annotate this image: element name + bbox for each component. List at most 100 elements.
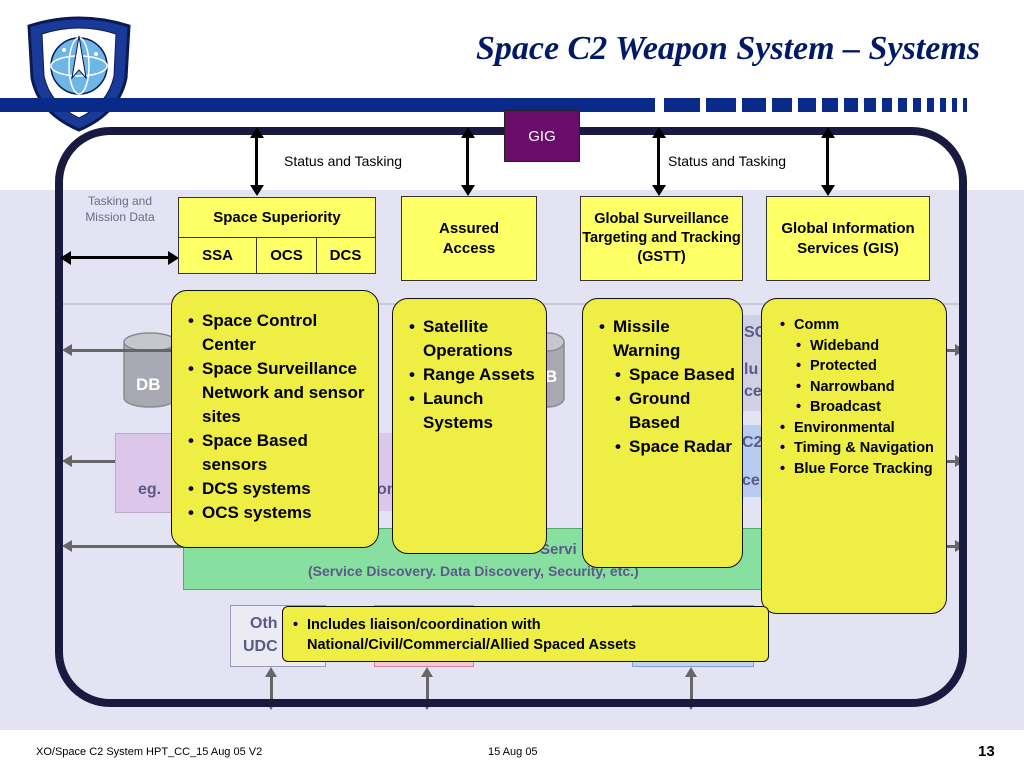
callout-item: Timing & Navigation — [780, 438, 942, 459]
callout-item: Blue Force Tracking — [780, 459, 942, 480]
bottom-arrow — [690, 676, 693, 702]
side-arrow — [70, 545, 183, 548]
faded-text-sc: SC — [744, 324, 767, 341]
status-arrow-head — [821, 127, 835, 138]
callout-subitem: Space Radar — [599, 435, 738, 459]
gig-box[interactable]: GIG — [504, 110, 580, 162]
tasking-mission-data-label: Tasking and Mission Data — [85, 194, 155, 224]
bottom-arrow-head — [685, 667, 697, 677]
tasking-arrow — [70, 256, 170, 259]
header-bar-block — [742, 98, 766, 112]
header-bar-block — [882, 98, 892, 112]
status-arrow — [255, 138, 258, 188]
status-arrow — [657, 138, 660, 188]
tasking-arrow-head — [60, 251, 71, 265]
faded-box-sc — [740, 315, 765, 411]
callout-subitem: Narrowband — [780, 377, 942, 398]
cell-dcs[interactable]: DCS — [329, 247, 362, 264]
callout-item: Satellite Operations — [409, 315, 540, 363]
gstt-box[interactable]: Global Surveillance Targeting and Tracki… — [580, 196, 743, 281]
status-arrow-head — [250, 185, 264, 196]
status-tasking-label-left: Status and Tasking — [284, 153, 403, 169]
header-bar-block — [952, 98, 957, 112]
footer-page-number: 13 — [978, 743, 995, 760]
header-bar-block — [706, 98, 736, 112]
callout-item: Range Assets — [409, 363, 540, 387]
callout-subitem: Protected — [780, 356, 942, 377]
side-arrow — [70, 349, 180, 352]
status-arrow — [826, 138, 829, 188]
side-arrow-head — [62, 344, 72, 356]
faded-text-lu: lu — [744, 361, 759, 378]
callout-subitem: Ground Based — [599, 387, 738, 435]
space-superiority-box[interactable]: Space Superiority SSA OCS DCS — [178, 197, 376, 274]
callout-item: Includes liaison/coordination with Natio… — [293, 615, 762, 655]
status-arrow-head — [250, 127, 264, 138]
callout-gis: Comm Wideband Protected Narrowband Broad… — [761, 298, 947, 614]
footer-doc-id: XO/Space C2 System HPT_CC_15 Aug 05 V2 — [36, 746, 263, 758]
callout-item: Launch Systems — [409, 387, 540, 435]
side-arrow-head — [62, 455, 72, 467]
header-bar-block — [664, 98, 700, 112]
header-bar-block — [927, 98, 934, 112]
side-arrow — [945, 349, 955, 352]
faded-box-c2 — [740, 425, 765, 497]
afspc-logo — [14, 8, 144, 133]
status-arrow-head — [461, 127, 475, 138]
callout-subitem: Space Based — [599, 363, 738, 387]
services-text-line1: Servi — [540, 541, 577, 558]
cell-ocs[interactable]: OCS — [257, 238, 317, 273]
callout-item: Comm — [780, 315, 942, 336]
faded-text-eg: eg. — [138, 481, 162, 498]
faded-text-oth: Oth — [250, 615, 278, 632]
header-bar-block — [772, 98, 792, 112]
callout-assured-access: Satellite Operations Range Assets Launch… — [392, 298, 547, 554]
callout-item: Environmental — [780, 418, 942, 439]
assured-access-box[interactable]: Assured Access — [401, 196, 537, 281]
status-tasking-label-right: Status and Tasking — [668, 153, 787, 169]
callout-item: Missile Warning — [599, 315, 738, 363]
status-arrow-head — [652, 185, 666, 196]
tasking-arrow-head — [168, 251, 179, 265]
status-arrow — [466, 138, 469, 188]
bottom-arrow-head — [265, 667, 277, 677]
page-title: Space C2 Weapon System – Systems — [475, 30, 980, 67]
db-label-right: B — [545, 367, 558, 386]
bottom-arrow-head — [421, 667, 433, 677]
footer-date: 15 Aug 05 — [488, 746, 538, 758]
status-arrow-head — [821, 185, 835, 196]
gis-box[interactable]: Global Information Services (GIS) — [766, 196, 930, 281]
callout-item: OCS systems — [188, 501, 370, 525]
callout-item: Space Surveillance Network and sensor si… — [188, 357, 370, 429]
bottom-arrow — [270, 676, 273, 702]
callout-gstt: Missile Warning Space Based Ground Based… — [582, 298, 743, 568]
side-arrow — [70, 460, 115, 463]
services-text-line2: (Service Discovery. Data Discovery, Secu… — [308, 563, 639, 579]
callout-liaison: Includes liaison/coordination with Natio… — [282, 606, 769, 662]
gig-label: GIG — [528, 127, 556, 145]
callout-item: DCS systems — [188, 477, 370, 501]
callout-subitem: Wideband — [780, 336, 942, 357]
header-bar — [0, 98, 655, 112]
header-bar-block — [940, 98, 946, 112]
header-bar-block — [864, 98, 876, 112]
header-bar-block — [963, 98, 967, 112]
side-arrow-head — [62, 540, 72, 552]
bottom-arrow — [426, 676, 429, 702]
faded-text-ce: ce — [742, 472, 760, 489]
side-arrow — [945, 545, 955, 548]
db-cylinder-left — [122, 332, 178, 410]
faded-text-c2: C2 — [742, 434, 763, 451]
callout-item: Space Control Center — [188, 309, 370, 357]
header-bar-block — [913, 98, 921, 112]
header-bar-block — [798, 98, 816, 112]
header-bar-block — [844, 98, 858, 112]
db-label-left: DB — [136, 375, 161, 394]
side-arrow — [945, 460, 955, 463]
header-bar-block — [898, 98, 907, 112]
faded-text-udc: UDC — [243, 638, 278, 655]
callout-subitem: Broadcast — [780, 397, 942, 418]
cell-ssa[interactable]: SSA — [179, 238, 257, 273]
space-superiority-title: Space Superiority — [179, 198, 375, 238]
header-bar-block — [822, 98, 838, 112]
